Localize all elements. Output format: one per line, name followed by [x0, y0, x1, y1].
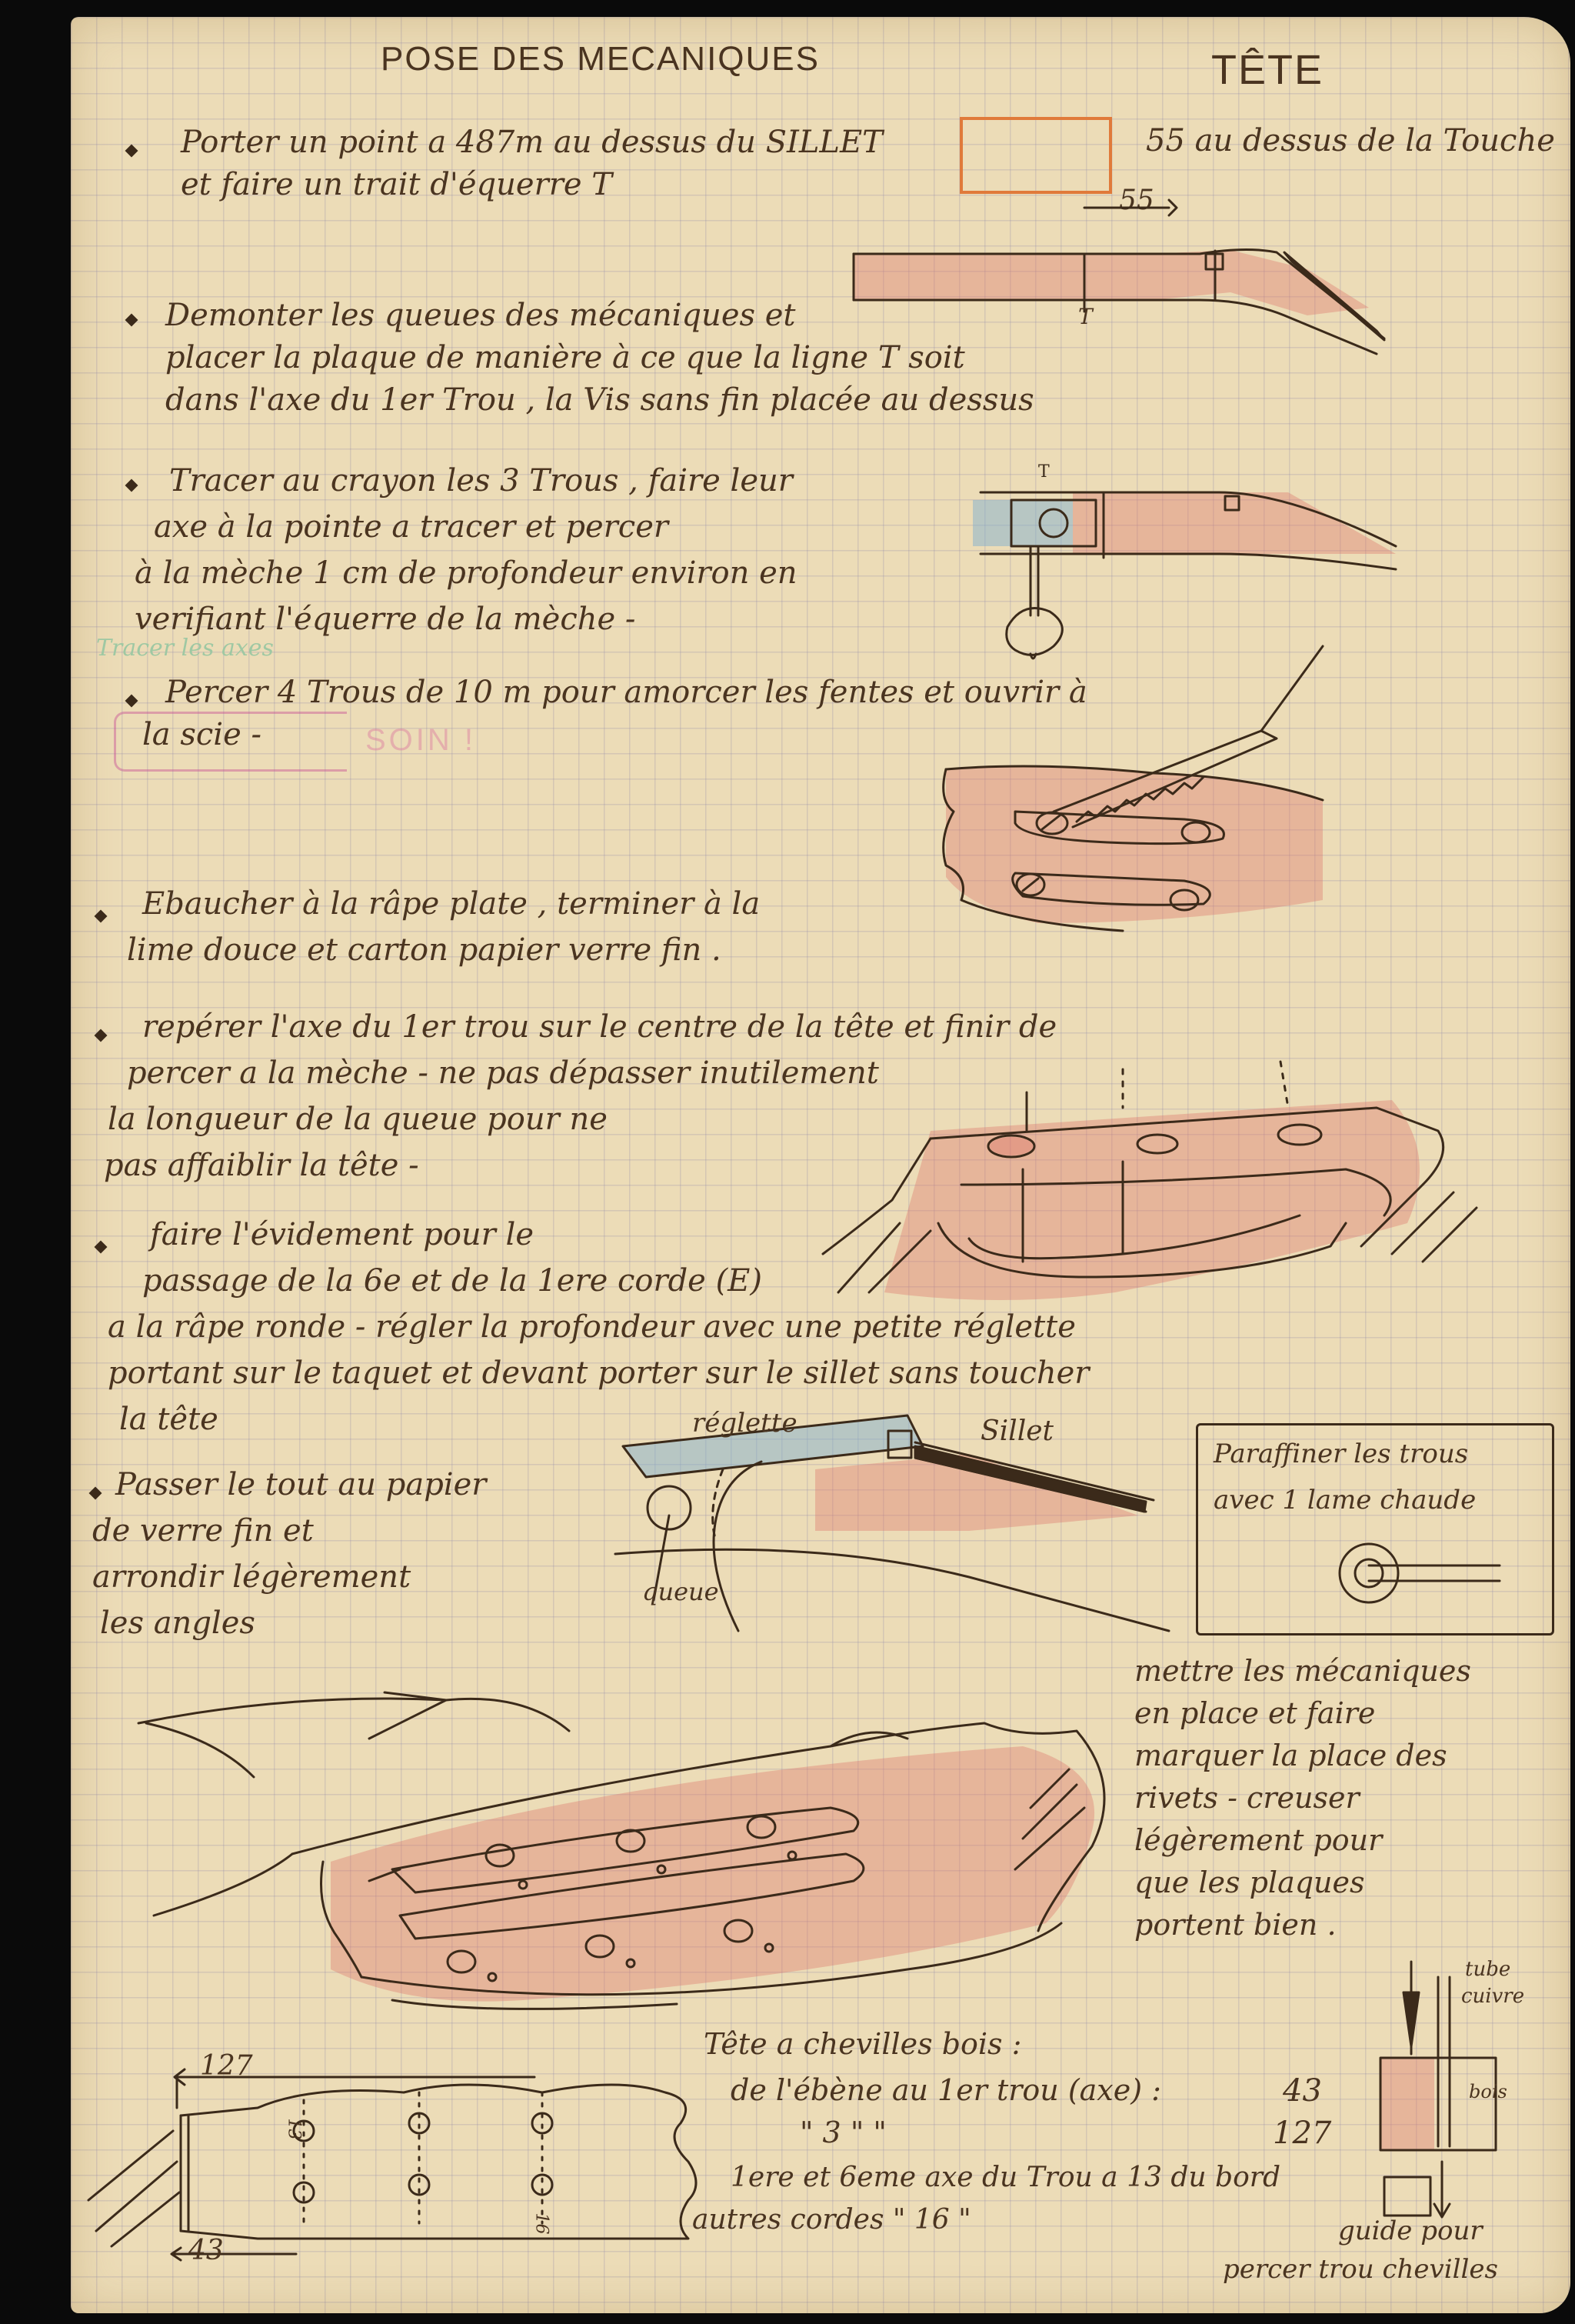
highlight-box [960, 117, 1112, 194]
step-7-line-1: faire l'évidement pour le [150, 1217, 534, 1252]
paraffin-line-2: avec 1 lame chaude [1214, 1485, 1477, 1515]
table-row-3-label: 1ere et 6eme axe du Trou a 13 du bord [731, 2162, 1280, 2193]
page-title: POSE DES MECANIQUES [381, 40, 821, 78]
step-8-line-4: les angles [100, 1605, 255, 1641]
dim-55: 55 [1119, 185, 1154, 216]
step-3-line-2: axe à la pointe a tracer et percer [154, 509, 668, 545]
paraffin-line-1: Paraffiner les trous [1214, 1439, 1469, 1469]
step-2-line-3: dans l'axe du 1er Trou , la Vis sans fin… [165, 382, 1034, 418]
drill-guide-sketch [1379, 1960, 1497, 2219]
chevilles-template-sketch [87, 2068, 698, 2262]
table-title: Tête a chevilles bois : [704, 2027, 1022, 2061]
step-3-line-4: verifiant l'équerre de la mèche - [135, 602, 636, 637]
step-7-line-4: portant sur le taquet et devant porter s… [108, 1355, 1090, 1391]
step-8-line-2: de verre fin et [92, 1513, 314, 1549]
hot-blade-sketch [1338, 1542, 1501, 1604]
step-8-line-1: Passer le tout au papier [115, 1467, 487, 1502]
step-7-line-2: passage de la 6e et de la 1ere corde (E) [142, 1263, 762, 1299]
reglette-sketch [614, 1414, 1170, 1632]
step-3-line-1: Tracer au crayon les 3 Trous , faire leu… [169, 463, 793, 498]
neck-side-sketch [852, 198, 1386, 355]
right-note-line-5: légèrement pour [1134, 1823, 1383, 1857]
step-2-line-2: placer la plaque de manière à ce que la … [165, 340, 965, 375]
dim-16-mark: 16 [531, 2212, 551, 2235]
headstock-finished-sketch [137, 1691, 1106, 2010]
queue-label: queue [642, 1577, 719, 1606]
step-5-line-2: lime douce et carton papier verre fin . [127, 932, 721, 968]
headstock-drilling-sketch [821, 1060, 1478, 1300]
tube-label-1: tube [1465, 1958, 1511, 1981]
guide-line-1: guide pour [1338, 2216, 1483, 2246]
step-1-line-1: Porter un point a 487m au dessus du SILL… [181, 125, 883, 160]
step-4-line-1: Percer 4 Trous de 10 m pour amorcer les … [165, 675, 1087, 710]
step-5-line-1: Ebaucher à la râpe plate , terminer à la [142, 886, 761, 922]
right-note-line-4: rivets - creuser [1134, 1781, 1360, 1815]
faint-note: Tracer les axes [96, 635, 274, 662]
step-7-line-3: a la râpe ronde - régler la profondeur a… [108, 1309, 1076, 1345]
table-row-1-value: 43 [1283, 2073, 1322, 2109]
table-row-2-value: 127 [1273, 2116, 1332, 2151]
tube-label-2: cuivre [1461, 1985, 1525, 2008]
step-1-line-2: et faire un trait d'équerre T [181, 167, 612, 202]
boxed-note: SOIN ! [365, 723, 477, 757]
right-note-line-6: que les plaques [1134, 1866, 1365, 1899]
table-row-1-label: de l'ébène au 1er trou (axe) : [731, 2073, 1161, 2107]
step-6-line-2: percer a la mèche - ne pas dépasser inut… [127, 1055, 879, 1091]
guide-line-2: percer trou chevilles [1223, 2254, 1498, 2285]
dim-127: 127 [200, 2050, 253, 2082]
plate-placement-sketch: T [973, 462, 1397, 660]
table-row-2-label: " 3 " " [800, 2116, 887, 2149]
section-title: TÊTE [1211, 47, 1324, 93]
right-note-line-2: en place et faire [1134, 1696, 1376, 1730]
right-note-line-3: marquer la place des [1134, 1739, 1447, 1772]
step-4-line-2: la scie - [142, 717, 261, 752]
saw-slot-sketch [942, 645, 1324, 932]
step-6-line-1: repérer l'axe du 1er trou sur le centre … [142, 1009, 1057, 1045]
step-1-note: 55 au dessus de la Touche [1146, 123, 1555, 158]
t-mark: T [1078, 304, 1093, 329]
right-note-line-7: portent bien . [1134, 1908, 1337, 1942]
right-note-line-1: mettre les mécaniques [1134, 1654, 1471, 1688]
dim-43: 43 [188, 2235, 224, 2266]
sillet-label: Sillet [981, 1415, 1054, 1447]
step-6-line-4: pas affaiblir la tête - [104, 1148, 419, 1183]
step-2-line-1: Demonter les queues des mécaniques et [165, 298, 796, 333]
notebook-page [71, 17, 1570, 2313]
reglette-label: réglette [692, 1408, 797, 1439]
step-3-line-3: à la mèche 1 cm de profondeur environ en [135, 555, 797, 591]
dim-13-mark: 13 [284, 2118, 304, 2140]
step-6-line-3: la longueur de la queue pour ne [108, 1102, 608, 1137]
step-7-line-5: la tête [119, 1402, 218, 1437]
step-8-line-3: arrondir légèrement [92, 1559, 411, 1595]
svg-text:T: T [1038, 462, 1050, 482]
table-row-4-label: autres cordes " 16 " [692, 2204, 971, 2236]
paraffin-box [1196, 1423, 1554, 1635]
bois-label: bois [1469, 2081, 1507, 2102]
boxed-note-frame [114, 712, 347, 772]
